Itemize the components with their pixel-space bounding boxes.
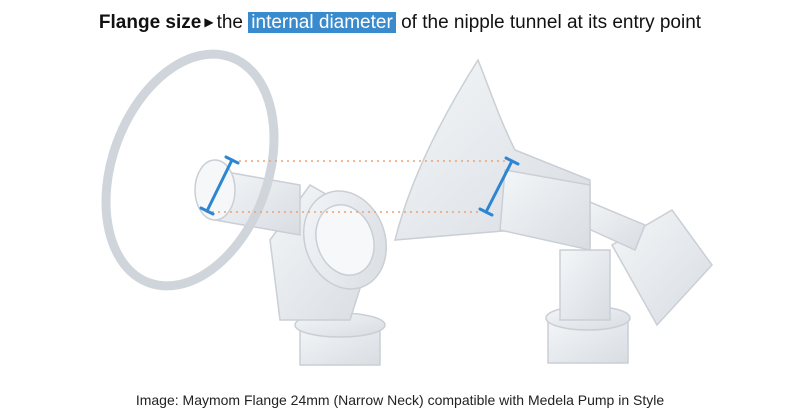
triangle-right-icon: ▶: [204, 15, 214, 29]
left-diameter-marker: [199, 155, 240, 216]
heading: Flange size▶the internal diameter of the…: [0, 12, 800, 34]
heading-suffix: of the nipple tunnel at its entry point: [401, 12, 702, 33]
heading-label: Flange size: [98, 12, 202, 33]
right-diameter-marker: [478, 156, 520, 217]
image-caption: Image: Maymom Flange 24mm (Narrow Neck) …: [135, 392, 665, 408]
heading-prefix: the: [216, 12, 243, 33]
right-flange-image: [394, 58, 713, 364]
heading-highlight: internal diameter: [248, 12, 396, 33]
left-flange-image: [101, 49, 388, 366]
